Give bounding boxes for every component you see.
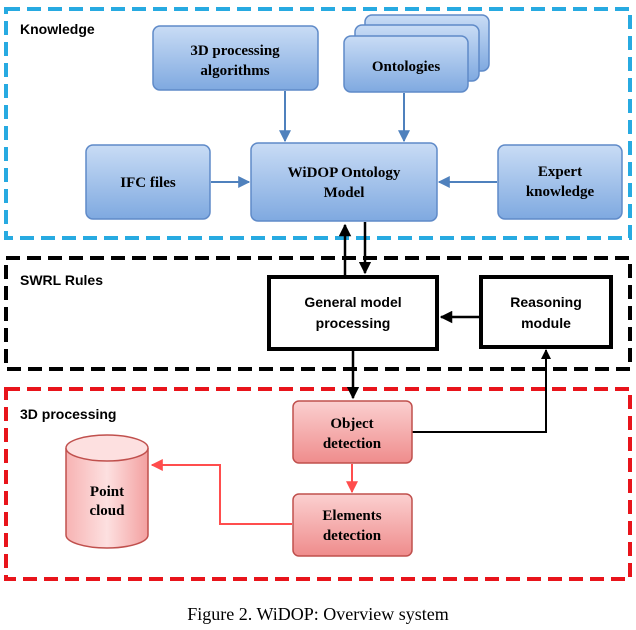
swrl-section-label: SWRL Rules	[20, 272, 103, 288]
ifc-files-box: IFC files	[85, 144, 211, 220]
elements-label-line1: Elements	[322, 508, 381, 524]
general-label-line1: General model	[304, 294, 401, 310]
reasoning-module-box: Reasoning module	[479, 275, 613, 349]
algorithms-label-line2: algorithms	[200, 63, 269, 79]
algorithms-label-line1: 3D processing	[190, 43, 280, 59]
point-cloud-label-line2: cloud	[89, 503, 125, 519]
widop-model-box: WiDOP Ontology Model	[250, 142, 438, 222]
point-cloud-cylinder: Point cloud	[65, 434, 149, 549]
ontologies-stack: Ontologies	[343, 14, 490, 93]
widop-label-line1: WiDOP Ontology	[288, 165, 401, 181]
processing-section-label: 3D processing	[20, 406, 116, 422]
expert-knowledge-box: Expert knowledge	[497, 144, 623, 220]
arrow-object-to-reasoning	[412, 349, 551, 433]
widop-label-line2: Model	[324, 185, 365, 201]
reasoning-label-line1: Reasoning	[510, 294, 582, 310]
arrow-elements-to-point-cloud	[150, 459, 292, 525]
elements-detection-box: Elements detection	[292, 493, 413, 557]
object-label-line1: Object	[330, 416, 373, 432]
ifc-files-label: IFC files	[120, 175, 176, 191]
swrl-section	[4, 256, 632, 371]
elements-label-line2: detection	[323, 528, 382, 544]
ontologies-label: Ontologies	[372, 59, 440, 75]
knowledge-section	[4, 7, 632, 240]
expert-label-line2: knowledge	[526, 184, 595, 200]
object-label-line2: detection	[323, 436, 382, 452]
expert-label-line1: Expert	[538, 164, 582, 180]
knowledge-section-label: Knowledge	[20, 21, 95, 37]
figure-caption: Figure 2. WiDOP: Overview system	[187, 604, 448, 624]
reasoning-label-line2: module	[521, 315, 571, 331]
processing-section	[4, 387, 632, 581]
algorithms-box: 3D processing algorithms	[152, 25, 319, 91]
point-cloud-label-line1: Point	[90, 484, 124, 500]
object-detection-box: Object detection	[292, 400, 413, 464]
general-label-line2: processing	[316, 315, 391, 331]
general-model-box: General model processing	[267, 275, 439, 351]
